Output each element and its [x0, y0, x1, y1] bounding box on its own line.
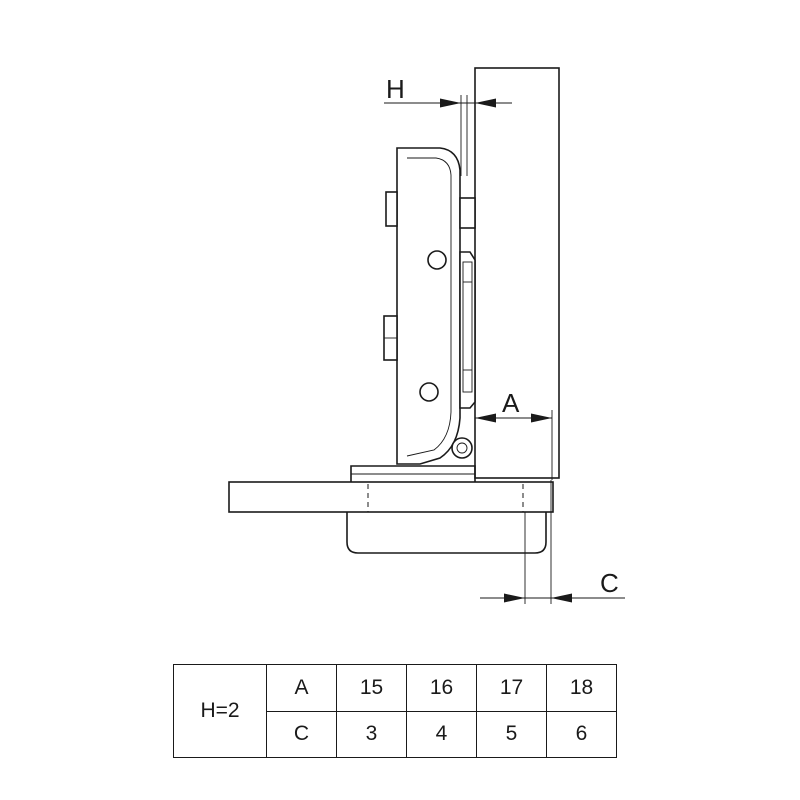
pivot-hole-bottom: [451, 437, 473, 459]
row-label: A: [266, 664, 337, 712]
hinge-cup: [346, 512, 547, 554]
c-dimension-label: C: [600, 568, 619, 598]
cabinet-side-panel: [228, 481, 554, 513]
value-cell: 17: [476, 664, 547, 712]
value-cell: 5: [476, 710, 547, 758]
hinge-linkage: [459, 251, 476, 409]
h-dimension-label: H: [386, 74, 405, 104]
hinge-arm-body: [396, 147, 461, 465]
hinge-linkage-top: [459, 197, 476, 229]
pivot-hole-middle: [419, 382, 439, 402]
dimension-spec-table: H=2 A 15 16 17 18 C 3 4 5 6: [173, 664, 617, 758]
a-dimension-label: A: [502, 388, 520, 418]
value-cell: 4: [406, 710, 477, 758]
door-panel: [474, 67, 560, 479]
row-label: C: [266, 710, 337, 758]
hinge-technical-drawing: H A C: [228, 67, 625, 604]
value-cell: 6: [546, 710, 617, 758]
pivot-hole-top: [427, 250, 447, 270]
adjustment-screw-top: [385, 191, 398, 227]
condition-cell: H=2: [173, 664, 267, 758]
table-row: C 3 4 5 6: [174, 710, 617, 758]
value-cell: 16: [406, 664, 477, 712]
table-row: H=2 A 15 16 17 18: [173, 664, 617, 758]
value-cell: 3: [336, 710, 407, 758]
value-cell: 18: [546, 664, 617, 712]
value-cell: 15: [336, 664, 407, 712]
